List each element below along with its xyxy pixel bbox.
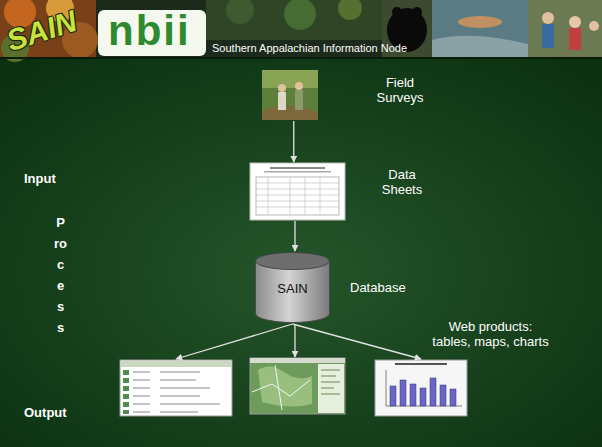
- person: [569, 28, 581, 50]
- logo-text: SAIN: [2, 4, 81, 59]
- flow-arrow: [176, 324, 293, 359]
- field-photo: [262, 70, 318, 120]
- node-text-holder: Field Surveys: [370, 76, 430, 106]
- sheet-title: [270, 167, 325, 169]
- logo-plate: [98, 10, 206, 56]
- node-text-holder: Web products: tables, maps, charts: [430, 320, 551, 350]
- stream: [432, 36, 528, 58]
- people-photo: [528, 0, 602, 58]
- photo-path: [262, 105, 318, 120]
- photo-ground: [262, 70, 318, 120]
- stage-label: Process: [54, 212, 67, 338]
- background: [0, 58, 602, 447]
- node-text: SAIN: [255, 282, 330, 297]
- node-text: Field Surveys: [370, 76, 430, 106]
- chart-output-box: Web products: tables, maps, charts: [375, 360, 467, 416]
- node-text: Database: [350, 281, 430, 296]
- node-text-holder: Data Sheets: [372, 168, 432, 198]
- node-text-holder: SAIN: [255, 282, 330, 297]
- cylinder-top: [256, 253, 330, 270]
- sheet-paper: [250, 163, 345, 220]
- map-output: [250, 358, 345, 414]
- node-text: Data Sheets: [372, 168, 432, 198]
- sheet-title: [264, 171, 331, 173]
- logo-text: nbii: [108, 10, 191, 52]
- flow-arrow: [294, 221, 295, 251]
- fish: [458, 16, 502, 28]
- forest: [226, 0, 254, 24]
- map-ground: [250, 358, 345, 414]
- banner: [0, 0, 602, 62]
- table-page: [120, 360, 232, 416]
- surveyor: [295, 90, 303, 110]
- stage-label: Output: [24, 406, 67, 421]
- node-text: Web products: tables, maps, charts: [430, 320, 551, 350]
- table-output-box: [120, 360, 232, 416]
- surveyor: [278, 84, 286, 92]
- flow-arrow: [293, 121, 294, 162]
- stage-label: Input: [24, 172, 56, 187]
- person: [542, 24, 554, 48]
- database-cylinder: SAINDatabase: [255, 252, 330, 323]
- chart-output: [375, 360, 467, 416]
- label-holder: Input: [24, 172, 56, 187]
- banner-title: Southern Appalachian Information Node: [212, 42, 407, 55]
- map-roads: [252, 365, 310, 410]
- bear: [412, 7, 422, 17]
- flow-arrow: [294, 324, 295, 357]
- cylinder-body: [256, 261, 330, 323]
- surveyor: [295, 82, 303, 90]
- map-output-box: [250, 358, 345, 414]
- flow-arrow: [293, 324, 422, 359]
- node-text-holder: Database: [350, 281, 430, 296]
- surveyor: [278, 92, 286, 110]
- data-sheet-box: Data Sheets: [250, 163, 345, 220]
- map-legend: [321, 370, 340, 394]
- table-output: [120, 360, 232, 416]
- person: [589, 21, 599, 31]
- bear: [392, 7, 402, 17]
- map-toolbar: [250, 358, 345, 363]
- table-header: [121, 361, 231, 367]
- photo-box: Field Surveys: [262, 70, 318, 120]
- banner-rule: [0, 57, 602, 59]
- forest: [338, 0, 362, 20]
- chart-title: [395, 363, 447, 365]
- sheet-grid: [256, 177, 339, 215]
- label-holder: SAIN: [2, 4, 81, 59]
- table-rows: [133, 372, 220, 412]
- data-sheet: [250, 163, 345, 220]
- sheet-grid: [256, 177, 339, 215]
- photo-foliage: [262, 70, 318, 88]
- label-holder: nbii: [108, 10, 191, 52]
- map-panel: [318, 364, 344, 413]
- label-holder: Process: [54, 212, 67, 338]
- chart-page: [375, 360, 467, 416]
- chart-axes: [386, 370, 462, 406]
- stream-photo: [432, 0, 528, 58]
- table-icons: [123, 370, 129, 414]
- label-holder: Output: [24, 406, 67, 421]
- person: [542, 12, 554, 24]
- person: [569, 16, 581, 28]
- forest: [284, 0, 316, 30]
- label-holder: Southern Appalachian Information Node: [212, 42, 407, 55]
- chart-bars: [390, 378, 456, 406]
